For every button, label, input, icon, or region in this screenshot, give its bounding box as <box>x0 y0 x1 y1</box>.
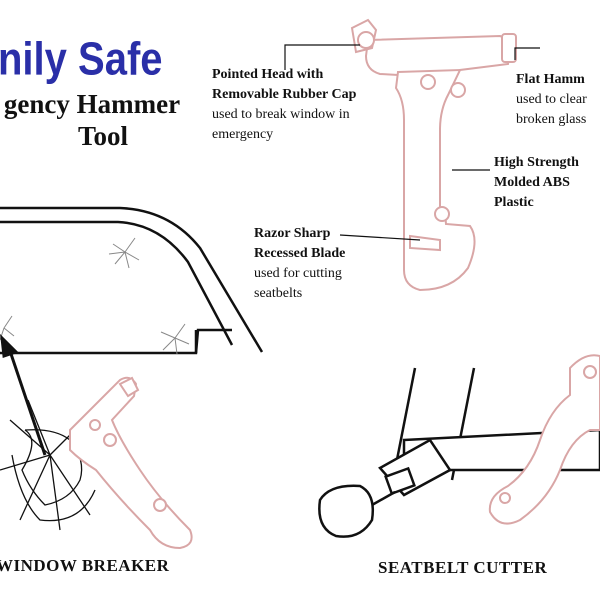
callout-desc-line: used to clear <box>516 92 587 107</box>
callout-bold-line: Plastic <box>494 195 534 210</box>
callout-flat-hammer: Flat Hamm used to clear broken glass <box>516 70 600 130</box>
callout-desc-line: emergency <box>212 127 274 142</box>
callout-high-strength: High Strength Molded ABS Plastic <box>494 153 600 213</box>
callout-razor-blade: Razor Sharp Recessed Blade used for cutt… <box>254 224 345 304</box>
car-window-drawing <box>0 206 264 355</box>
subtitle-line-2: Tool <box>77 121 129 151</box>
hammer-tool-cutter <box>488 354 600 525</box>
callout-bold-line: Razor Sharp <box>254 226 331 241</box>
callout-lines <box>284 44 540 241</box>
hammer-tool-breaker <box>69 376 193 550</box>
callout-desc-line: used to break window in <box>212 107 350 122</box>
callout-bold-line: Pointed Head with <box>212 67 324 82</box>
callout-bold-line: Molded ABS <box>494 175 570 190</box>
caption-window-breaker: WINDOW BREAKER <box>0 556 170 575</box>
callout-bold-line: Flat Hamm <box>516 72 585 87</box>
shattered-glass <box>0 399 96 531</box>
page-subtitle: gency Hammer Tool <box>0 88 192 152</box>
callout-bold-line: Recessed Blade <box>254 246 346 261</box>
callout-desc-line: seatbelts <box>254 286 303 301</box>
hammer-tool-main <box>350 18 517 292</box>
arrow-icon <box>0 333 47 456</box>
callout-pointed-head: Pointed Head with Removable Rubber Cap u… <box>212 65 356 145</box>
subtitle-line-1: gency Hammer <box>3 89 181 119</box>
callout-bold-line: High Strength <box>494 155 579 170</box>
caption-seatbelt-cutter: SEATBELT CUTTER <box>378 558 548 577</box>
callout-bold-line: Removable Rubber Cap <box>212 87 357 102</box>
callout-desc-line: used for cutting <box>254 266 342 281</box>
brand-title: nily Safe <box>0 34 163 85</box>
callout-desc-line: broken glass <box>516 112 587 127</box>
glass-crack-marks <box>0 237 190 355</box>
